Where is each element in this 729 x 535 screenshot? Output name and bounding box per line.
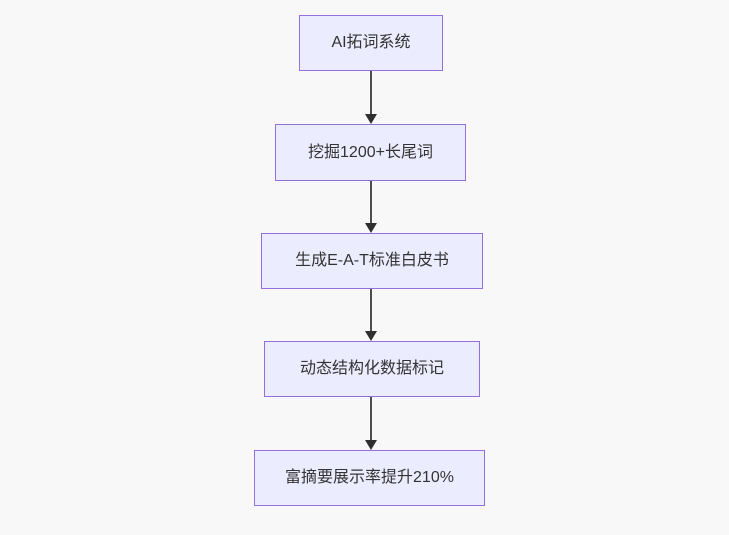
arrow-line — [370, 71, 372, 114]
flow-node-label: AI拓词系统 — [331, 34, 411, 51]
flow-arrow-4 — [365, 397, 377, 450]
flow-node-longtail-keywords: 挖掘1200+长尾词 — [275, 124, 466, 181]
flow-node-ai-system: AI拓词系统 — [299, 15, 443, 71]
arrow-head-icon — [365, 114, 377, 124]
arrow-line — [370, 289, 372, 331]
flow-node-label: 挖掘1200+长尾词 — [308, 143, 433, 161]
flow-arrow-3 — [365, 289, 377, 341]
flow-node-label: 动态结构化数据标记 — [299, 360, 444, 377]
arrow-line — [370, 397, 372, 440]
arrow-head-icon — [365, 223, 377, 233]
flow-node-label: 富摘要展示率提升210% — [285, 469, 454, 486]
arrow-head-icon — [365, 331, 377, 341]
flow-arrow-1 — [365, 71, 377, 124]
arrow-line — [370, 181, 372, 223]
flow-node-structured-data: 动态结构化数据标记 — [264, 341, 480, 397]
flow-node-label: 生成E-A-T标准白皮书 — [295, 252, 449, 269]
flow-arrow-2 — [365, 181, 377, 233]
flow-node-rich-snippet-result: 富摘要展示率提升210% — [254, 450, 485, 506]
arrow-head-icon — [365, 440, 377, 450]
flow-node-eat-whitepaper: 生成E-A-T标准白皮书 — [261, 233, 483, 289]
